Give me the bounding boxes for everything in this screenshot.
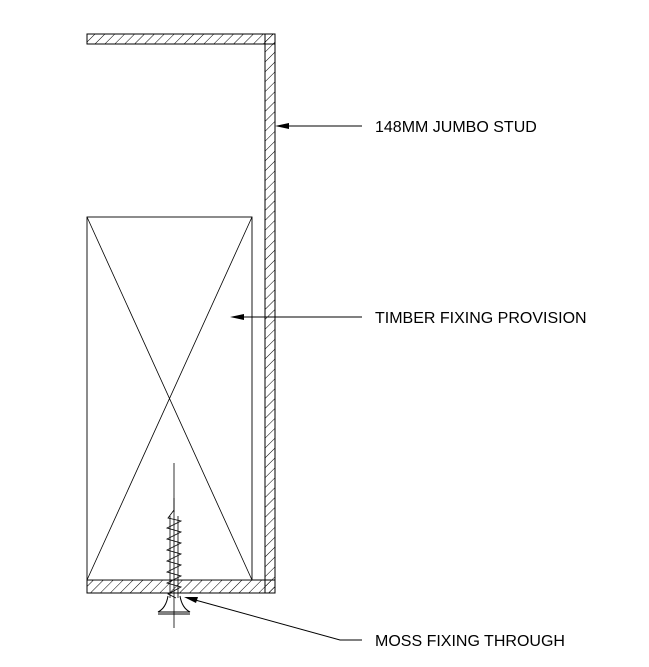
stud-top-flange bbox=[86, 33, 276, 45]
screw-fixing bbox=[157, 463, 191, 628]
timber-label: TIMBER FIXING PROVISION bbox=[375, 310, 587, 327]
stud-bottom-flange bbox=[86, 579, 276, 594]
stud-label: 148MM JUMBO STUD bbox=[375, 119, 537, 136]
timber-diagonal-2 bbox=[86, 216, 253, 581]
fixing-label: MOSS FIXING THROUGH bbox=[375, 633, 565, 650]
timber-callout: TIMBER FIXING PROVISION bbox=[230, 310, 587, 327]
fixing-leader-line bbox=[187, 597, 362, 641]
stud-arrowhead bbox=[275, 123, 289, 129]
timber-block bbox=[86, 216, 253, 581]
jumbo-stud-section bbox=[86, 33, 276, 594]
stud-callout: 148MM JUMBO STUD bbox=[275, 119, 537, 136]
stud-web bbox=[264, 33, 276, 594]
fixing-arrowhead bbox=[184, 597, 198, 603]
screw-head bbox=[157, 595, 191, 613]
timber-arrowhead bbox=[230, 314, 244, 320]
screw-thread bbox=[165, 509, 183, 599]
fixing-callout: MOSS FIXING THROUGH bbox=[184, 597, 565, 650]
